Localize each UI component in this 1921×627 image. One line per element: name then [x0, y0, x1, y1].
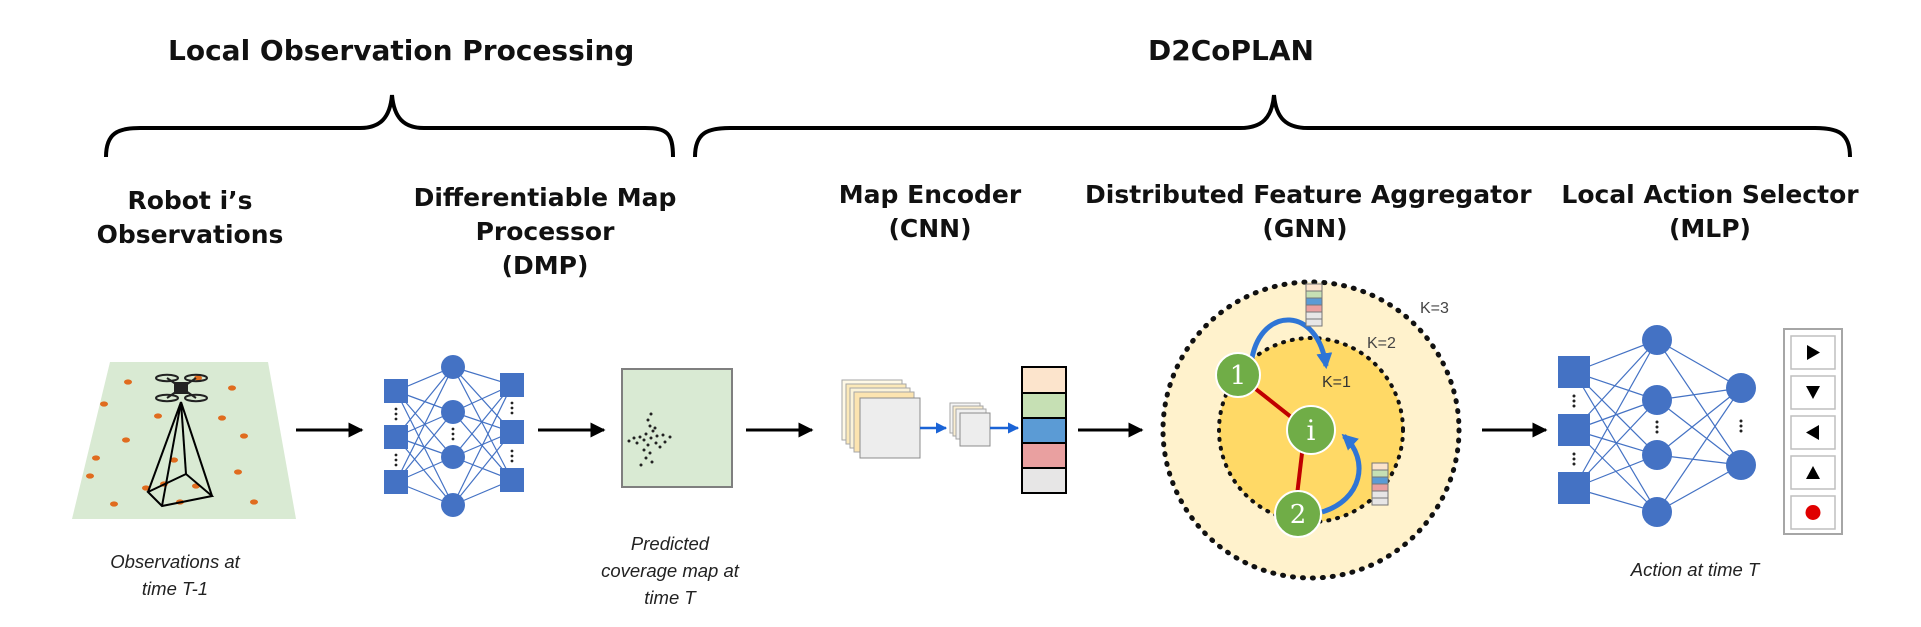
left-arrow-icon — [1806, 425, 1819, 440]
stage-title-selector: Local Action Selector (MLP) — [1555, 178, 1865, 246]
coverage-points — [627, 412, 672, 467]
gnn-node-2-label: 2 — [1290, 500, 1307, 530]
hop-label-k3: K=3 — [1420, 300, 1449, 317]
dmp-ellipsis-dots — [394, 401, 514, 467]
gnn-node-1-label: 1 — [1230, 361, 1247, 391]
gnn-node-i-label: i — [1307, 414, 1316, 447]
gnn-node-2 — [1274, 490, 1322, 538]
caption-line: time T — [644, 587, 696, 608]
coverage-map — [621, 368, 733, 488]
gnn-node-i — [1286, 405, 1336, 455]
caption-action: Action at time T — [1605, 556, 1785, 583]
stage-title-line: Distributed Feature Aggregator — [1085, 180, 1532, 209]
stage-title-dmp: Differentiable Map Processor (DMP) — [405, 181, 685, 283]
section-title-d2coplan: D2CoPLAN — [1148, 34, 1314, 67]
neighbor-feature-stack-top — [1305, 283, 1323, 327]
dmp-nodes — [384, 355, 524, 517]
brace-d2coplan — [693, 94, 1852, 158]
message-arrow-2 — [1321, 433, 1362, 515]
stage-title-line: Map Encoder — [838, 180, 1022, 209]
mlp-ellipsis-dots — [1572, 394, 1743, 466]
caption-observations: Observations at time T-1 — [85, 548, 265, 602]
hop-ring-k3-border — [1160, 279, 1462, 581]
caption-line: coverage map at — [601, 560, 739, 581]
observation-scene — [72, 362, 296, 519]
hop-label-k1: K=1 — [1322, 374, 1351, 391]
neighbor-feature-stack-bottom — [1371, 462, 1389, 506]
sensor-frustum — [146, 401, 215, 508]
down-arrow-icon — [1806, 386, 1820, 399]
brace-local-processing — [104, 94, 675, 158]
stage-title-line: Local Action Selector — [1561, 180, 1859, 209]
stage-title-line: (GNN) — [1262, 214, 1348, 243]
caption-line: time T-1 — [141, 578, 209, 599]
mlp-nodes — [1558, 325, 1756, 527]
drone-icon — [155, 373, 208, 403]
caption-line: Observations at — [110, 551, 240, 572]
up-arrow-icon — [1806, 466, 1820, 479]
caption-line: Predicted — [630, 533, 710, 554]
caption-coverage: Predicted coverage map at time T — [585, 530, 755, 611]
stop-dot-icon — [1805, 505, 1821, 520]
stage-title-line: (DMP) — [501, 251, 589, 280]
stage-title-line: Processor — [475, 217, 615, 246]
stage-title-line: Differentiable Map — [413, 183, 677, 212]
section-title-local-processing: Local Observation Processing — [168, 34, 635, 67]
mlp-network — [1558, 325, 1756, 527]
dmp-connections — [395, 366, 513, 506]
target-dots — [86, 375, 258, 507]
stage-title-line: Robot i’s — [127, 186, 253, 215]
stage-title-encoder: Map Encoder (CNN) — [820, 178, 1040, 246]
stage-title-aggregator: Distributed Feature Aggregator (GNN) — [1085, 178, 1532, 246]
stage-title-line: (CNN) — [888, 214, 972, 243]
caption-line: Action at time T — [1630, 559, 1760, 580]
gnn-node-1 — [1215, 352, 1261, 398]
stage-title-line: Observations — [96, 220, 284, 249]
message-arrow-1 — [1249, 317, 1333, 370]
action-panel — [1783, 328, 1843, 535]
hop-label-k2: K=2 — [1367, 335, 1396, 352]
cnn-encoder — [841, 366, 1067, 494]
right-arrow-icon — [1807, 345, 1820, 360]
stage-title-observations: Robot i’s Observations — [90, 184, 290, 252]
feature-vector — [1021, 366, 1067, 494]
stage-title-line: (MLP) — [1669, 214, 1751, 243]
dmp-network — [384, 355, 524, 517]
gnn-aggregator: K=3 K=2 K=1 — [1160, 279, 1462, 581]
